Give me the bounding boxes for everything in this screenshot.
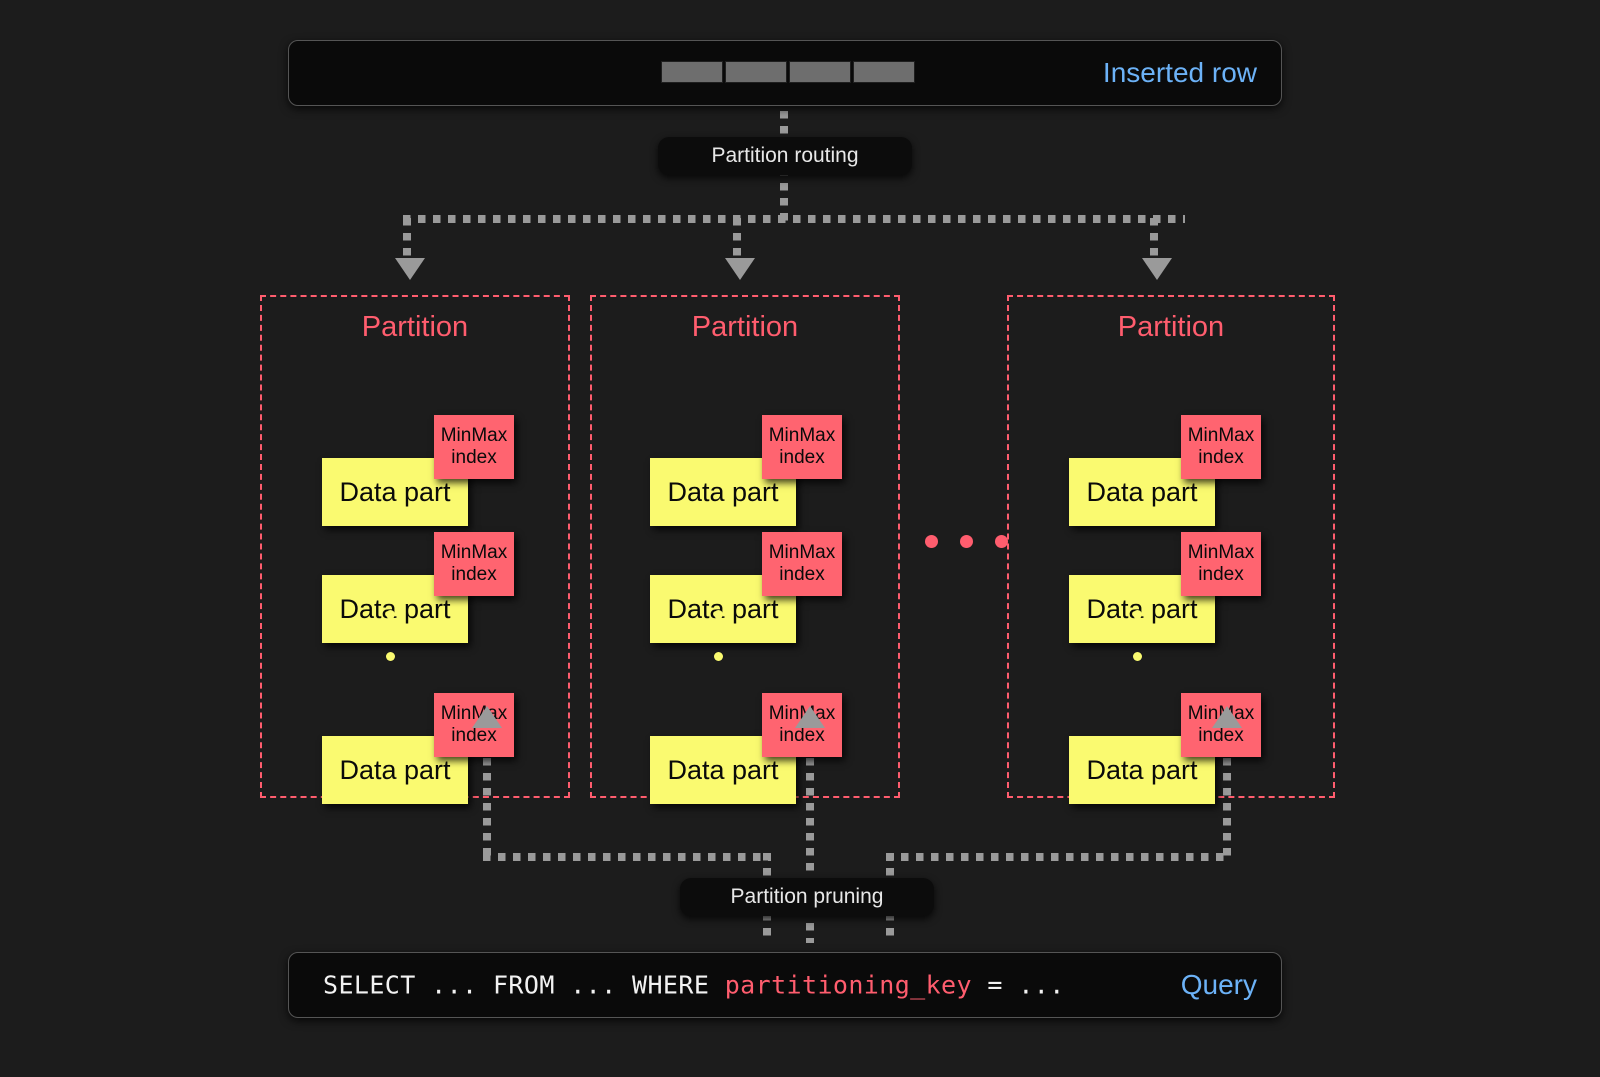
- partition-pruning-box: Partition pruning: [680, 878, 934, 916]
- ellipsis-dot: [714, 631, 723, 640]
- partition-title: Partition: [691, 311, 799, 343]
- connector-prune-riser-1: [483, 728, 491, 860]
- query-bar: SELECT ... FROM ... WHERE partitioning_k…: [288, 952, 1282, 1018]
- data-part-box: Data part: [322, 575, 468, 643]
- connector-prune-riser-2: [806, 728, 814, 943]
- connector-fanout-drop-1: [403, 218, 411, 262]
- partition-routing-box: Partition routing: [658, 137, 912, 175]
- partition-title: Partition: [1117, 311, 1225, 343]
- arrow-up-partition-1: [472, 706, 502, 728]
- ellipsis-dot: [1133, 610, 1142, 619]
- inserted-row-cells: [661, 61, 915, 83]
- partition-title: Partition: [361, 311, 469, 343]
- row-cell: [661, 61, 723, 83]
- arrow-down-partition-2: [725, 258, 755, 280]
- connector-fanout-drop-2: [733, 218, 741, 262]
- data-part-box: Data part: [322, 458, 468, 526]
- connector-fanout-drop-3: [1150, 218, 1158, 262]
- ellipsis-dot: [995, 535, 1008, 548]
- data-parts-ellipsis: [714, 610, 723, 661]
- ellipsis-dot: [386, 652, 395, 661]
- ellipsis-dot: [1133, 631, 1142, 640]
- connector-prune-riser-3: [1223, 728, 1231, 860]
- row-cell: [725, 61, 787, 83]
- connector-routing-trunk: [780, 168, 788, 223]
- query-sql-text: SELECT ... FROM ... WHERE partitioning_k…: [323, 971, 1065, 1000]
- inserted-row-label: Inserted row: [1102, 57, 1257, 88]
- ellipsis-dot: [1133, 652, 1142, 661]
- arrow-down-partition-1: [395, 258, 425, 280]
- inserted-row-bar: Inserted row: [288, 40, 1282, 106]
- connector-prune-horizontal-left: [483, 853, 771, 861]
- arrow-up-partition-3: [1212, 706, 1242, 728]
- ellipsis-dot: [960, 535, 973, 548]
- query-label: Query: [1180, 969, 1257, 1000]
- partition-routing-label: Partition routing: [711, 144, 859, 167]
- query-partitioning-key: partitioning_key: [724, 970, 972, 1000]
- row-cell: [853, 61, 915, 83]
- connector-prune-horizontal-right: [886, 853, 1231, 861]
- ellipsis-dot: [925, 535, 938, 548]
- ellipsis-dot: [386, 631, 395, 640]
- row-cell: [789, 61, 851, 83]
- data-parts-ellipsis: [1133, 610, 1142, 661]
- query-prefix: SELECT ... FROM ... WHERE: [323, 970, 725, 1000]
- ellipsis-dot: [714, 610, 723, 619]
- connector-fanout-horizontal: [403, 215, 1185, 223]
- ellipsis-dot: [386, 610, 395, 619]
- partitions-ellipsis: [925, 535, 1008, 548]
- arrow-up-partition-2: [795, 706, 825, 728]
- connector-row-to-routing: [780, 96, 788, 144]
- ellipsis-dot: [714, 652, 723, 661]
- data-parts-ellipsis: [386, 610, 395, 661]
- arrow-down-partition-3: [1142, 258, 1172, 280]
- query-suffix: = ...: [971, 970, 1065, 1000]
- partition-pruning-label: Partition pruning: [730, 885, 884, 908]
